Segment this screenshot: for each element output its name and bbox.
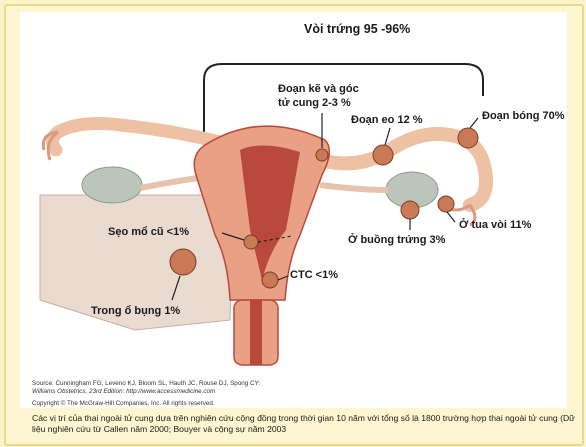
left-fallopian-tube [52, 124, 220, 150]
ampulla-label: Đoạn bóng 70% [482, 110, 565, 123]
cesarean-scar-label: Sẹo mổ cũ <1% [108, 226, 189, 239]
sac-isthmus [373, 145, 393, 165]
tube-total-label: Vòi trứng 95 -96% [304, 23, 410, 36]
sac-cervix [262, 272, 278, 288]
sac-fimbria [438, 196, 454, 212]
interstitial-label-line2: tử cung 2-3 % [278, 97, 351, 110]
cervix-label: CTC <1% [290, 269, 338, 282]
ovary-label: Ở buồng trứng 3% [348, 234, 445, 247]
sac-interstitial [316, 149, 328, 161]
left-ovary [82, 167, 142, 203]
isthmus-label: Đoạn eo 12 % [351, 114, 423, 127]
fimbria-label: Ở tua vòi 11% [459, 219, 531, 232]
sac-scar [244, 235, 258, 249]
figure-caption: Các vị trí của thai ngoài tử cung dựa tr… [32, 413, 577, 435]
source-line-2: Williams Obstetrics, 23rd Edition: http:… [32, 388, 215, 396]
sac-ampulla [458, 128, 478, 148]
source-line-1: Source: Cunningham FG, Leveno KJ, Bloom … [32, 380, 260, 388]
sac-ovary [401, 201, 419, 219]
abdominal-label: Trong ổ bụng 1% [91, 305, 180, 318]
source-line-3: Copyright © The McGraw-Hill Companies, I… [32, 400, 215, 408]
interstitial-label-line1: Đoạn kẽ và góc [278, 83, 359, 96]
sac-abdominal [170, 249, 196, 275]
